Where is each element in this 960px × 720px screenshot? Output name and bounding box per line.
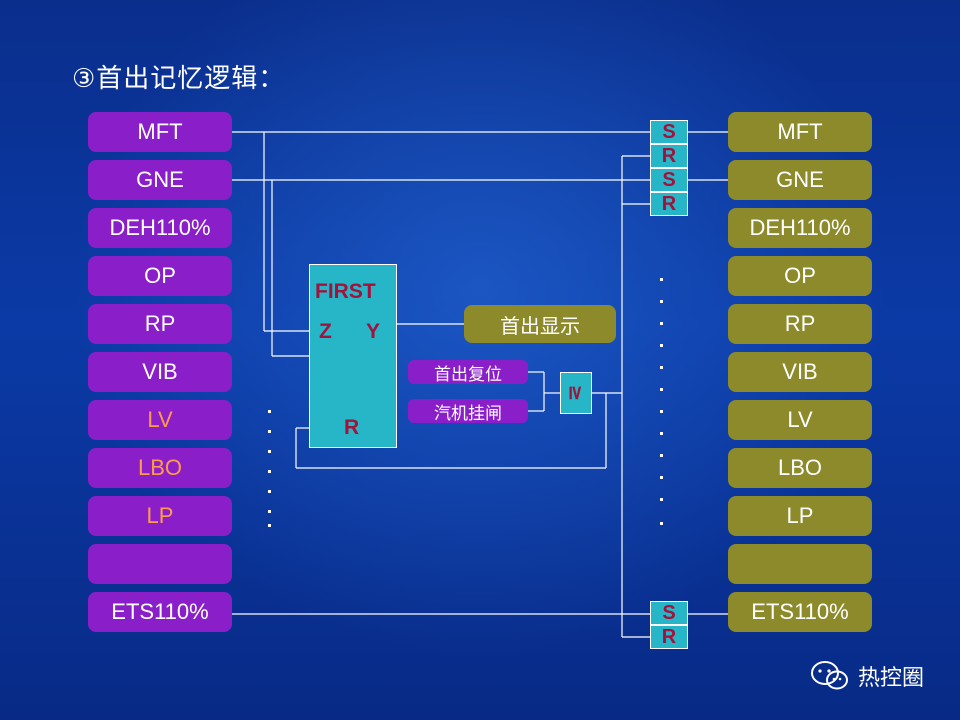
watermark: 热控圈 <box>810 660 924 692</box>
right-signal-mft: MFT <box>728 112 872 152</box>
right-signal-ets110: ETS110% <box>728 592 872 632</box>
or-gate-block: ≥ <box>560 372 592 414</box>
left-signal-mft: MFT <box>88 112 232 152</box>
right-signal-empty <box>728 544 872 584</box>
first-out-block <box>309 264 397 448</box>
left-signal-lv: LV <box>88 400 232 440</box>
left-signal-lp: LP <box>88 496 232 536</box>
first-block-title: FIRST <box>315 280 376 303</box>
left-signal-rp: RP <box>88 304 232 344</box>
left-signal-deh110: DEH110% <box>88 208 232 248</box>
left-signal-gne: GNE <box>88 160 232 200</box>
left-signal-empty <box>88 544 232 584</box>
right-signal-lv: LV <box>728 400 872 440</box>
wechat-icon <box>811 661 848 690</box>
left-signal-ets110: ETS110% <box>88 592 232 632</box>
watermark-text: 热控圈 <box>858 666 925 691</box>
left-signal-lbo: LBO <box>88 448 232 488</box>
latch-set-mft: S <box>650 120 688 144</box>
latch-set-ets110: S <box>650 601 688 625</box>
first-out-reset-box: 首出复位 <box>408 360 528 385</box>
latch-reset-mft: R <box>650 144 688 168</box>
page-title: ③首出记忆逻辑： <box>72 64 286 94</box>
left-signal-op: OP <box>88 256 232 296</box>
right-signal-lp: LP <box>728 496 872 536</box>
first-block-z-label: Z <box>319 320 332 343</box>
right-signal-rp: RP <box>728 304 872 344</box>
latch-reset-ets110: R <box>650 625 688 649</box>
first-block-y-label: Y <box>366 320 381 343</box>
or-gate-symbol: ≥ <box>563 384 588 402</box>
turbine-latch-box: 汽机挂闸 <box>408 399 528 424</box>
left-signal-vib: VIB <box>88 352 232 392</box>
first-block-r-label: R <box>344 416 360 439</box>
right-signal-op: OP <box>728 256 872 296</box>
latch-reset-gne: R <box>650 192 688 216</box>
first-out-display-box: 首出显示 <box>464 305 616 343</box>
latch-set-gne: S <box>650 168 688 192</box>
right-signal-vib: VIB <box>728 352 872 392</box>
right-signal-deh110: DEH110% <box>728 208 872 248</box>
right-signal-gne: GNE <box>728 160 872 200</box>
right-signal-lbo: LBO <box>728 448 872 488</box>
